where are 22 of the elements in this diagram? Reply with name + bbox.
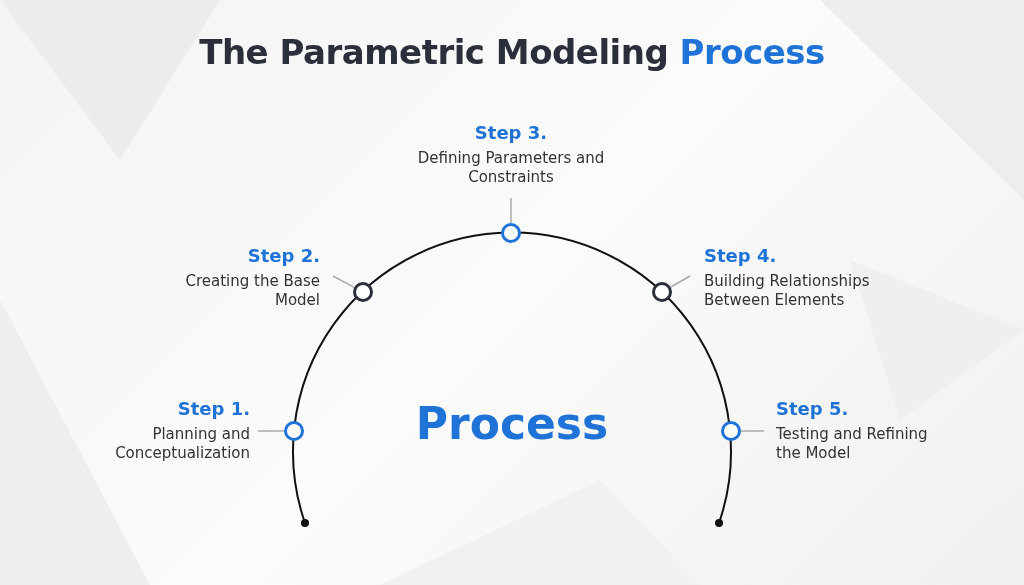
step-heading: Step 2. bbox=[247, 245, 320, 266]
step-description: Building Relationships Between Elements bbox=[704, 272, 871, 310]
step-marker bbox=[353, 282, 373, 302]
leader-line bbox=[669, 275, 691, 288]
step-heading: Step 4. bbox=[704, 245, 777, 266]
center-label: Process bbox=[414, 398, 610, 449]
step-description: Testing and Refining the Model bbox=[776, 425, 929, 463]
step-heading: Step 5. bbox=[776, 398, 849, 419]
leader-line bbox=[332, 275, 355, 289]
step-description: Creating the Base Model bbox=[184, 272, 320, 310]
step-heading: Step 3. bbox=[474, 122, 548, 143]
step-marker bbox=[284, 421, 304, 441]
step-marker bbox=[652, 282, 672, 302]
leader-line bbox=[740, 430, 765, 432]
title: The Parametric Modeling Process bbox=[198, 32, 826, 72]
leader-line bbox=[257, 430, 285, 432]
step-description: Defining Parameters and Constraints bbox=[416, 149, 606, 187]
step-description: Planning and Conceptualization bbox=[114, 425, 250, 463]
step-marker bbox=[501, 223, 521, 243]
step-marker bbox=[721, 421, 741, 441]
leader-line bbox=[510, 197, 512, 224]
step-heading: Step 1. bbox=[177, 398, 250, 419]
